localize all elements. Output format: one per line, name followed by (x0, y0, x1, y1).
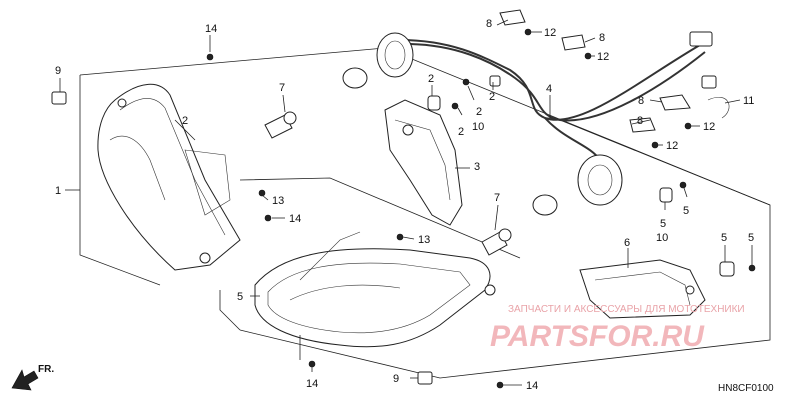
watermark: ЗАПЧАСТИ И АКСЕССУАРЫ ДЛЯ МОТОТЕХНИКИ PA… (490, 304, 745, 353)
callout-5: 5 (237, 291, 243, 303)
callout-9: 9 (393, 373, 399, 385)
callout-10: 10 (656, 232, 668, 244)
callout-5: 5 (748, 232, 754, 244)
callout-14: 14 (205, 23, 217, 35)
callout-2: 2 (428, 73, 434, 85)
callout-8: 8 (638, 95, 644, 107)
assembly-boxes (79, 47, 771, 379)
callout-13: 13 (272, 195, 284, 207)
callout-12: 12 (703, 121, 715, 133)
callout-14: 14 (526, 380, 538, 392)
callout-6: 6 (624, 237, 630, 249)
wire-harness (342, 31, 717, 216)
callout-7: 7 (279, 82, 285, 94)
callout-9: 9 (55, 65, 61, 77)
front-arrow-icon (11, 369, 39, 391)
leader-lines (59, 19, 753, 386)
callout-1: 1 (55, 185, 61, 197)
callout-3: 3 (474, 161, 480, 173)
right-headlight-unit (254, 231, 496, 348)
callout-8: 8 (486, 18, 492, 30)
right-socket-cover (579, 259, 706, 319)
watermark-tagline: ЗАПЧАСТИ И АКСЕССУАРЫ ДЛЯ МОТОТЕХНИКИ (508, 304, 745, 315)
callout-2: 2 (489, 91, 495, 103)
diagram-code: HN8CF0100 (718, 383, 774, 394)
callout-numbers: 1 14 9 2 7 3 2 2 2 10 2 4 8 12 8 12 8 8 … (55, 18, 754, 392)
callout-8: 8 (599, 32, 605, 44)
callout-12: 12 (544, 27, 556, 39)
callout-7: 7 (494, 192, 500, 204)
callout-11: 11 (743, 95, 754, 107)
callout-12: 12 (597, 51, 609, 63)
callout-8: 8 (637, 115, 643, 127)
left-headlight-unit (97, 83, 241, 271)
callout-5: 5 (660, 218, 666, 230)
callout-5: 5 (683, 205, 689, 217)
watermark-brand: PARTSFOR.RU (490, 320, 705, 353)
callout-10: 10 (472, 121, 484, 133)
callout-2: 2 (182, 115, 188, 127)
callout-14: 14 (306, 378, 318, 390)
front-label: FR. (38, 364, 54, 375)
callout-5: 5 (721, 232, 727, 244)
left-socket-housing (384, 99, 463, 226)
callout-2: 2 (476, 106, 482, 118)
callout-14: 14 (289, 213, 301, 225)
callout-13: 13 (418, 234, 430, 246)
callout-12: 12 (666, 140, 678, 152)
front-direction-indicator: FR. (11, 364, 54, 391)
callout-2: 2 (458, 126, 464, 138)
callout-4: 4 (546, 83, 552, 95)
bulbs (264, 111, 512, 256)
